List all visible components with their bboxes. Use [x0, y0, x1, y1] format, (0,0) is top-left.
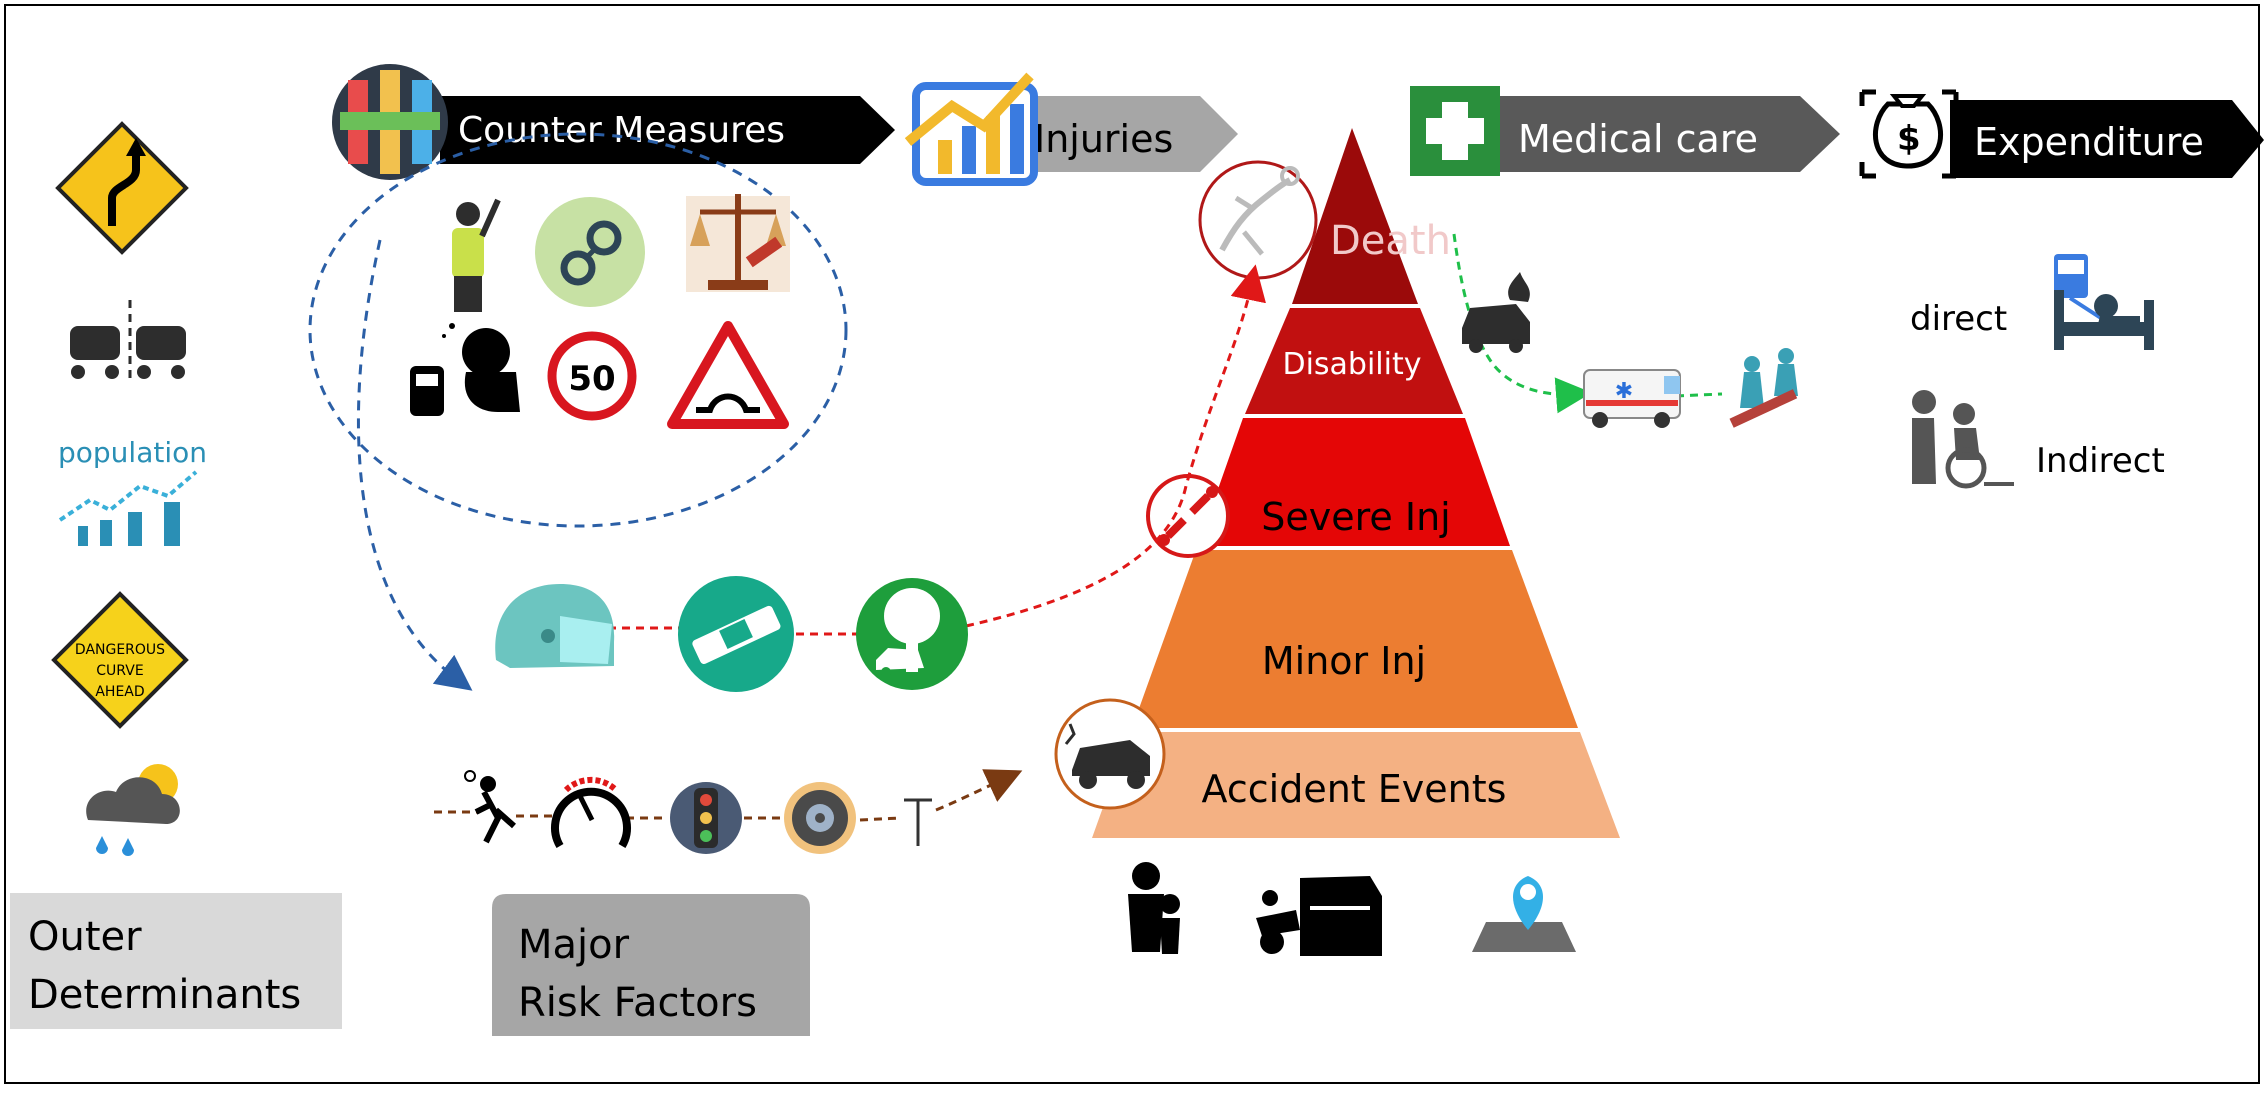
traffic-jam-icon: [66, 288, 186, 388]
pyramid-accident: [1092, 732, 1620, 838]
family-icon: [1128, 862, 1180, 954]
major-risk-factors-box: [492, 894, 810, 1036]
outer-determinants-box: [10, 893, 342, 1029]
minor-connector-5: [859, 816, 901, 822]
breathalyzer-icon: [410, 323, 520, 416]
population-label: population: [58, 436, 207, 469]
car-crash-badge-icon: [1054, 698, 1166, 810]
body-outline-icon: [1198, 160, 1318, 280]
speedometer-icon: [551, 776, 631, 849]
risk-to-death-arrow: [965, 264, 1266, 628]
outer-determinants-line-1: Outer: [28, 914, 142, 960]
counter-measures-banner: Counter Measures: [440, 96, 895, 164]
expenditure-banner: Expenditure: [1950, 100, 2264, 178]
teamwork-icon: [332, 64, 448, 180]
car-tree-crash-icon: [856, 578, 968, 690]
svg-text:$: $: [1897, 119, 1921, 159]
diagram-frame: [4, 4, 2260, 1084]
helmet-icon: [495, 584, 615, 668]
traffic-light-icon: [670, 782, 742, 854]
counter-measures-ring: [308, 132, 848, 528]
ambulance-to-hospital-connector: [1675, 392, 1723, 398]
expenditure-label: Expenditure: [1974, 120, 2204, 164]
dangerous-curve-sign-icon: DANGEROUS CURVE AHEAD: [51, 591, 189, 729]
medical-care-banner: Medical care: [1500, 96, 1840, 172]
weather-icon: [86, 764, 180, 856]
curve-road-sign-icon: [55, 121, 189, 255]
pyramid-accident-label: Accident Events: [1202, 767, 1507, 811]
paramedics-stretcher-icon: [1729, 348, 1798, 428]
injuries-label: Injuries: [1034, 117, 1173, 161]
death-to-ambulance-arrow: [1452, 233, 1592, 414]
pyramid-disability-label: Disability: [1282, 347, 1421, 382]
pyramid-minor: [1132, 550, 1578, 728]
svg-text:✱: ✱: [1615, 379, 1633, 404]
tire-icon: [784, 782, 856, 854]
seatbelt-icon: [678, 576, 794, 692]
broken-bone-icon: [1146, 474, 1230, 558]
major-risk-factors-line-1: Major: [518, 922, 630, 968]
outer-determinants-line-2: Determinants: [28, 972, 301, 1018]
pyramid-death-label: Death: [1330, 218, 1451, 264]
sign-text-line-3: AHEAD: [95, 684, 144, 700]
counter-measures-label: Counter Measures: [458, 110, 785, 151]
minor-to-accident-arrow: [935, 769, 1023, 812]
pyramid-disability: [1245, 308, 1463, 414]
sign-text-line-1: DANGEROUS: [75, 642, 165, 658]
speed-bump-sign-icon: [667, 321, 789, 429]
injury-pyramid: [1092, 128, 1620, 838]
medical-care-label: Medical care: [1518, 117, 1758, 161]
location-pin-icon: [1472, 876, 1576, 952]
handcuffs-icon: [535, 197, 645, 307]
counter-measures-arrow: [356, 239, 473, 691]
burning-car-icon: [1462, 272, 1530, 353]
chart-growth-icon: [904, 72, 1038, 186]
pyramid-minor-label: Minor Inj: [1262, 639, 1426, 683]
medical-cross-icon: [1410, 86, 1500, 176]
justice-scale-icon: [686, 194, 790, 292]
sign-text-line-2: CURVE: [96, 663, 143, 679]
pyramid-death: [1292, 128, 1418, 304]
hospital-bed-icon: [2054, 254, 2154, 350]
speed-limit-value: 50: [568, 359, 615, 399]
street-lamp-icon: [904, 798, 932, 846]
drunk-person-icon: [464, 770, 516, 844]
ambulance-icon: ✱: [1583, 369, 1681, 428]
injuries-banner: Injuries: [1030, 96, 1238, 172]
direct-cost-label: direct: [1910, 299, 2007, 339]
population-growth-icon: population: [58, 436, 207, 546]
wheelchair-caregiver-icon: [1912, 390, 2014, 489]
major-risk-factors-line-2: Risk Factors: [518, 980, 757, 1026]
police-officer-icon: [452, 198, 501, 312]
indirect-cost-label: Indirect: [2036, 441, 2165, 481]
money-bag-icon: $: [1859, 89, 1959, 179]
pyramid-severe: [1198, 418, 1510, 546]
speed-limit-sign-icon: 50: [547, 331, 637, 421]
pyramid-severe-label: Severe Inj: [1261, 495, 1450, 539]
motorcycle-car-crash-icon: [1256, 876, 1382, 956]
